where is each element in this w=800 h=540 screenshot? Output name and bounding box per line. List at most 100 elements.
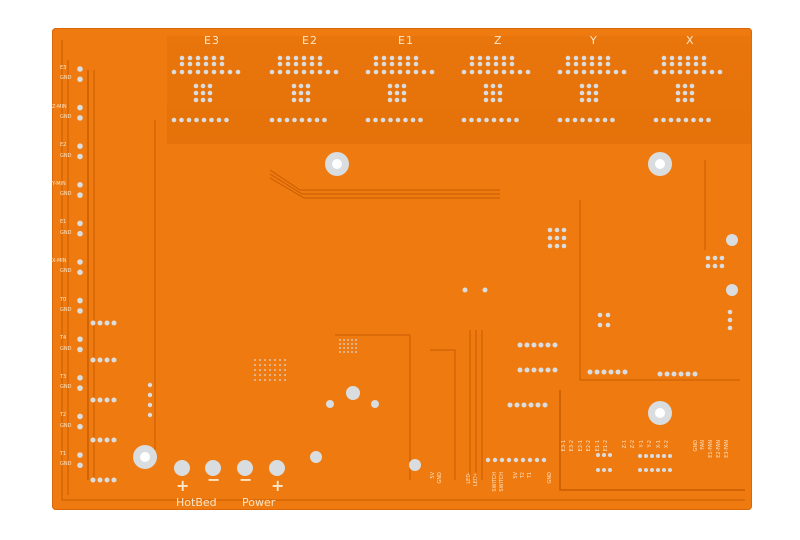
pad [259, 374, 261, 376]
bottom-connector-label: E3-2 [569, 440, 575, 452]
pad [514, 402, 520, 408]
pad [284, 369, 286, 371]
pad [269, 364, 271, 366]
pad [394, 90, 400, 96]
pad [691, 117, 696, 123]
pad [531, 342, 537, 348]
bottom-connector-label: SWITCH [492, 472, 498, 492]
pad [264, 374, 266, 376]
pad [538, 367, 544, 373]
pad [111, 357, 117, 363]
pad [593, 90, 599, 96]
pad [520, 457, 526, 463]
left-connector-label: GND [60, 113, 72, 120]
pad [621, 69, 627, 75]
bottom-connector-label: E2-FAN [716, 440, 722, 458]
pad [274, 374, 276, 376]
pad [269, 117, 275, 123]
pad [279, 364, 281, 366]
pad [622, 369, 628, 375]
pad [506, 117, 512, 123]
pad [104, 477, 110, 483]
pad [501, 69, 507, 75]
bottom-connector-label: Y-1 [639, 440, 645, 448]
pad [279, 374, 281, 376]
pad [387, 97, 393, 103]
pad [719, 263, 725, 269]
left-connector-label: T3 [60, 373, 67, 380]
pad [200, 83, 206, 89]
pad [254, 364, 256, 366]
pad [405, 61, 411, 67]
pad [381, 55, 387, 61]
pad [193, 97, 199, 103]
pad [587, 369, 593, 375]
pad [477, 61, 483, 67]
pad [517, 342, 523, 348]
pad [542, 402, 548, 408]
pad [179, 117, 184, 123]
pad [380, 117, 386, 123]
pad [269, 69, 275, 75]
pad [613, 69, 619, 75]
hotbed-label: HotBed [176, 496, 217, 509]
pad [259, 369, 261, 371]
pad [602, 468, 606, 472]
pad [209, 117, 214, 123]
pad [524, 367, 530, 373]
pad [685, 371, 691, 377]
axis-label: X [686, 34, 695, 47]
pad [727, 325, 733, 331]
pad [483, 83, 489, 89]
pad [200, 90, 206, 96]
pad [485, 69, 491, 75]
pad [509, 55, 515, 61]
pad [462, 287, 468, 293]
pad [351, 347, 353, 349]
pad [77, 336, 83, 343]
pad [554, 227, 560, 233]
pad [656, 454, 660, 458]
bottom-connector-label: E3-FAN [724, 440, 730, 458]
pad [365, 117, 371, 123]
pad [535, 402, 541, 408]
pad [207, 97, 213, 103]
pad [483, 90, 489, 96]
pad [580, 117, 585, 123]
pad [211, 55, 217, 61]
pad [97, 357, 103, 363]
pad [264, 369, 266, 371]
pad [90, 357, 96, 363]
pad [593, 97, 599, 103]
pad [317, 55, 323, 61]
pad [387, 90, 393, 96]
axis-label: Y [590, 34, 598, 47]
pad [203, 69, 209, 75]
pad [615, 369, 621, 375]
pad [77, 259, 83, 265]
pad [207, 83, 213, 89]
pad [421, 69, 427, 75]
pad [394, 97, 400, 103]
pad [211, 69, 217, 75]
pad [610, 117, 615, 123]
pad [492, 457, 498, 463]
pad [513, 457, 519, 463]
pad [343, 339, 345, 341]
pad [90, 320, 96, 326]
pad [97, 397, 103, 403]
stepper-driver-zone [167, 36, 752, 144]
pad [597, 69, 603, 75]
pad [509, 61, 515, 67]
pad [292, 117, 297, 123]
pad [605, 322, 611, 328]
pad [589, 61, 595, 67]
bottom-connector-label: E2-1 [578, 440, 584, 452]
pad [527, 457, 533, 463]
pad [207, 90, 213, 96]
bottom-connector-label: Y-2 [647, 440, 653, 448]
pad [355, 339, 357, 341]
pad [410, 117, 416, 123]
bottom-connector-label: 5V [430, 472, 436, 479]
pad [355, 343, 357, 345]
